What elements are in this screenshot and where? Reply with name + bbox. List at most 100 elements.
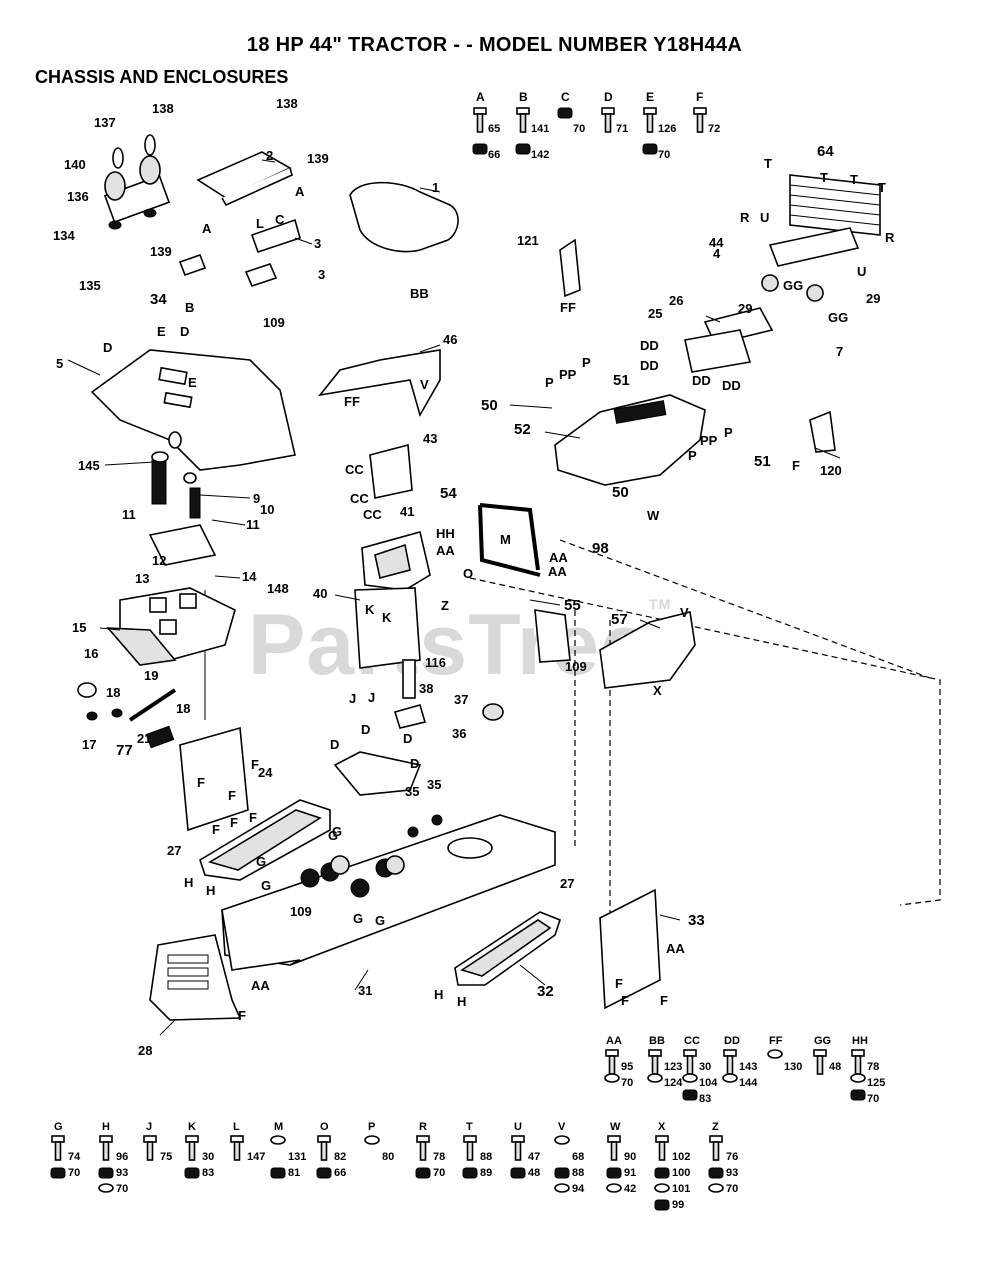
callout-R: R (885, 230, 895, 245)
callout-77: 77 (116, 742, 133, 759)
callout-U: U (857, 264, 866, 279)
hardware-labels: A6566B141142C70D71E12670F72AA9570BB12312… (54, 90, 885, 1211)
nut-icon (557, 107, 573, 119)
leader-lines (67, 159, 841, 1036)
callout-F: F (660, 993, 668, 1008)
washer-icon (850, 1073, 866, 1083)
callout-138: 138 (152, 101, 174, 116)
bolt-shank-icon (696, 113, 704, 133)
nut-icon (316, 1167, 332, 1179)
callout-F: F (615, 976, 623, 991)
bolt-head-icon (185, 1135, 199, 1143)
hardware-part-number: 80 (382, 1151, 394, 1163)
callout-2: 2 (266, 148, 273, 163)
callout-O: O (463, 566, 473, 581)
callout-CC: CC (363, 507, 382, 522)
callout-11: 11 (122, 507, 136, 522)
nut-icon (270, 1167, 286, 1179)
hardware-part-number: 93 (726, 1167, 738, 1179)
callout-D: D (103, 340, 112, 355)
dash-panel (90, 349, 296, 471)
callout-15: 15 (72, 620, 86, 635)
washer-icon (647, 1073, 663, 1083)
bolt-shank-icon (519, 113, 527, 133)
hardware-part-number: 94 (572, 1183, 585, 1195)
callout-E: E (188, 375, 197, 390)
spring-10 (189, 487, 201, 519)
callout-U: U (760, 210, 769, 225)
hardware-part-number: 66 (334, 1167, 346, 1179)
hardware-part-number: 78 (867, 1061, 879, 1073)
washer-icon (654, 1183, 670, 1193)
callout-F: F (212, 822, 220, 837)
hardware-letter-T: T (466, 1121, 473, 1133)
bracket-37 (393, 704, 427, 729)
washer-icon (270, 1135, 286, 1145)
callout-98: 98 (592, 540, 609, 557)
bolt-head-icon (813, 1049, 827, 1057)
callout-F: F (197, 775, 205, 790)
hardware-part-number: 91 (624, 1167, 636, 1179)
callout-HH: HH (436, 526, 455, 541)
callout-V: V (680, 605, 689, 620)
callout-18: 18 (106, 685, 120, 700)
callout-H: H (184, 875, 193, 890)
hardware-part-number: 70 (573, 123, 585, 135)
callout-P: P (545, 375, 554, 390)
hardware-letter-GG: GG (814, 1035, 831, 1047)
washer-icon (98, 1183, 114, 1193)
callout-4: 4 (713, 246, 721, 261)
bolt-head-icon (99, 1135, 113, 1143)
callout-F: F (251, 757, 259, 772)
callout-10: 10 (260, 502, 274, 517)
nut-icon (606, 1167, 622, 1179)
hardware-part-number: 130 (784, 1061, 802, 1073)
nut-icon (462, 1167, 478, 1179)
callout-7: 7 (836, 344, 843, 359)
bolt-shank-icon (476, 113, 484, 133)
callout-134: 134 (53, 228, 75, 243)
callout-109: 109 (263, 315, 285, 330)
hardware-letter-K: K (188, 1121, 196, 1133)
nut-icon (708, 1167, 724, 1179)
callout-29: 29 (738, 301, 752, 316)
callout-51: 51 (754, 453, 771, 470)
section-title: CHASSIS AND ENCLOSURES (35, 67, 289, 87)
nut-icon (515, 143, 531, 155)
callout-T: T (850, 172, 858, 187)
reference-outline-2 (559, 539, 931, 679)
hardware-letter-V: V (558, 1121, 566, 1133)
hardware-part-number: 102 (672, 1151, 690, 1163)
hardware-part-number: 82 (334, 1151, 346, 1163)
hardware-letter-G: G (54, 1121, 63, 1133)
washer-icon (682, 1073, 698, 1083)
seat (349, 181, 459, 253)
callout-13: 13 (135, 571, 149, 586)
callout-A: A (295, 184, 305, 199)
callout-36: 36 (452, 726, 466, 741)
hardware-letter-O: O (320, 1121, 329, 1133)
bar-54 (478, 503, 541, 577)
bolt-head-icon (709, 1135, 723, 1143)
callout-GG: GG (828, 310, 848, 325)
callout-28: 28 (138, 1043, 152, 1058)
callout-FF: FF (344, 394, 360, 409)
bolt-head-icon (648, 1049, 662, 1057)
callout-140: 140 (64, 157, 86, 172)
washer-icon (604, 1073, 620, 1083)
callout-T: T (820, 170, 828, 185)
hood (554, 394, 706, 486)
bolt-head-icon (607, 1135, 621, 1143)
side-panel-21 (179, 726, 249, 832)
hardware-part-number: 72 (708, 123, 720, 135)
callout-G: G (375, 913, 385, 928)
hardware-part-number: 66 (488, 149, 500, 161)
callout-64: 64 (817, 143, 834, 160)
hardware-part-number: 100 (672, 1167, 690, 1179)
bolt-head-icon (851, 1049, 865, 1057)
callout-50: 50 (481, 397, 498, 414)
hardware-part-number: 96 (116, 1151, 128, 1163)
hardware-part-number: 147 (247, 1151, 265, 1163)
rear-seat-support (761, 174, 881, 302)
